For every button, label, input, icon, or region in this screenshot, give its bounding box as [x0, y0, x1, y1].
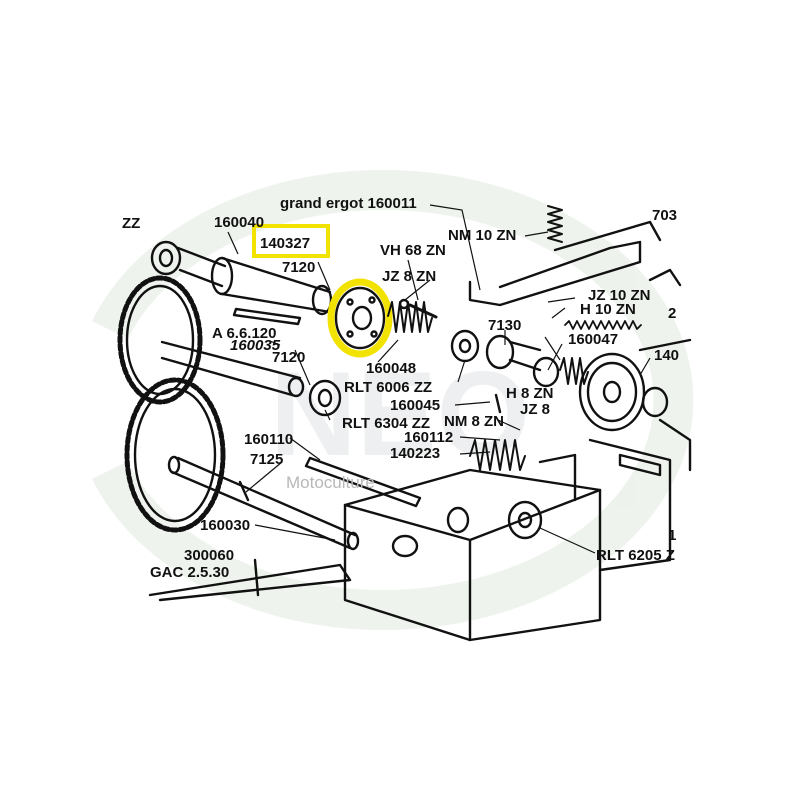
label-160040: 160040: [214, 214, 264, 231]
bolt-vh68: [408, 303, 438, 319]
leader-lines: [227, 204, 651, 554]
label-nm10zn: NM 10 ZN: [448, 227, 516, 244]
label-7120b: 7120: [272, 349, 305, 366]
label-160035: 160035: [230, 337, 281, 354]
rod-160045: [494, 393, 502, 414]
label-7120a: 7120: [282, 259, 315, 276]
label-1: 1: [668, 527, 676, 544]
shaft-160030: [167, 455, 360, 551]
main-shaft-assembly: [150, 240, 333, 316]
spring-horizontal-icon: [564, 320, 642, 330]
shaft-key: [232, 307, 302, 326]
label-703: 703: [652, 207, 677, 224]
label-140327: 140327: [260, 235, 310, 252]
label-rlt6205: RLT 6205 Z: [596, 547, 675, 564]
drive-gear-lower-icon: [124, 377, 226, 533]
label-160047: 160047: [568, 331, 618, 348]
clutch-assembly-7130: [485, 334, 560, 388]
gearbox-housing: [343, 438, 672, 642]
label-vh68zn: VH 68 ZN: [380, 242, 446, 259]
washer-jz8: [398, 298, 410, 310]
bar-160110: [304, 456, 422, 508]
label-2: 2: [668, 305, 676, 322]
label-rlt6304: RLT 6304 ZZ: [342, 415, 430, 432]
label-motoculture: Motoculture: [286, 473, 375, 492]
label-gac: GAC 2.5.30: [150, 564, 229, 581]
label-140223: 140223: [390, 445, 440, 462]
label-rlt6006: RLT 6006 ZZ: [344, 379, 432, 396]
label-160045: 160045: [390, 397, 440, 414]
right-frame: [638, 268, 692, 472]
plate-300060: [148, 558, 352, 602]
shaft-160035: [160, 340, 305, 398]
spring-160048-icon: [387, 301, 433, 333]
label-grand-ergot: grand ergot 160011: [280, 195, 417, 212]
label-jz8: JZ 8: [520, 401, 550, 418]
label-140: 140: [654, 347, 679, 364]
label-h8zn: H 8 ZN: [506, 385, 554, 402]
bearing-7120: [308, 379, 342, 417]
label-h10zn: H 10 ZN: [580, 301, 636, 318]
label-jz8zn-a: JZ 8 ZN: [382, 268, 436, 285]
label-160048: 160048: [366, 360, 416, 377]
label-160110: 160110: [244, 431, 293, 448]
watermark-ring-icon: [92, 170, 694, 630]
label-jz10zn: JZ 10 ZN: [588, 287, 651, 304]
spring-vertical-icon: [547, 205, 563, 243]
label-300060: 300060: [184, 547, 234, 564]
label-a66120: A 6.6.120: [212, 325, 277, 342]
label-7130: 7130: [488, 317, 521, 334]
pulley-160047-icon: [559, 352, 669, 432]
label-zz: ZZ: [122, 215, 140, 232]
spring-140223-icon: [469, 439, 526, 471]
label-nm8zn: NM 8 ZN: [444, 413, 504, 430]
flange-140327-icon: [327, 278, 393, 358]
highlight-box: [252, 224, 330, 258]
label-160112: 160112: [404, 429, 453, 446]
label-160030: 160030: [200, 517, 250, 534]
part-labels: grand ergot 160011 703 ZZ 160040 140327 …: [122, 195, 679, 581]
bracket-frame: [468, 220, 662, 307]
label-7125: 7125: [250, 451, 283, 468]
